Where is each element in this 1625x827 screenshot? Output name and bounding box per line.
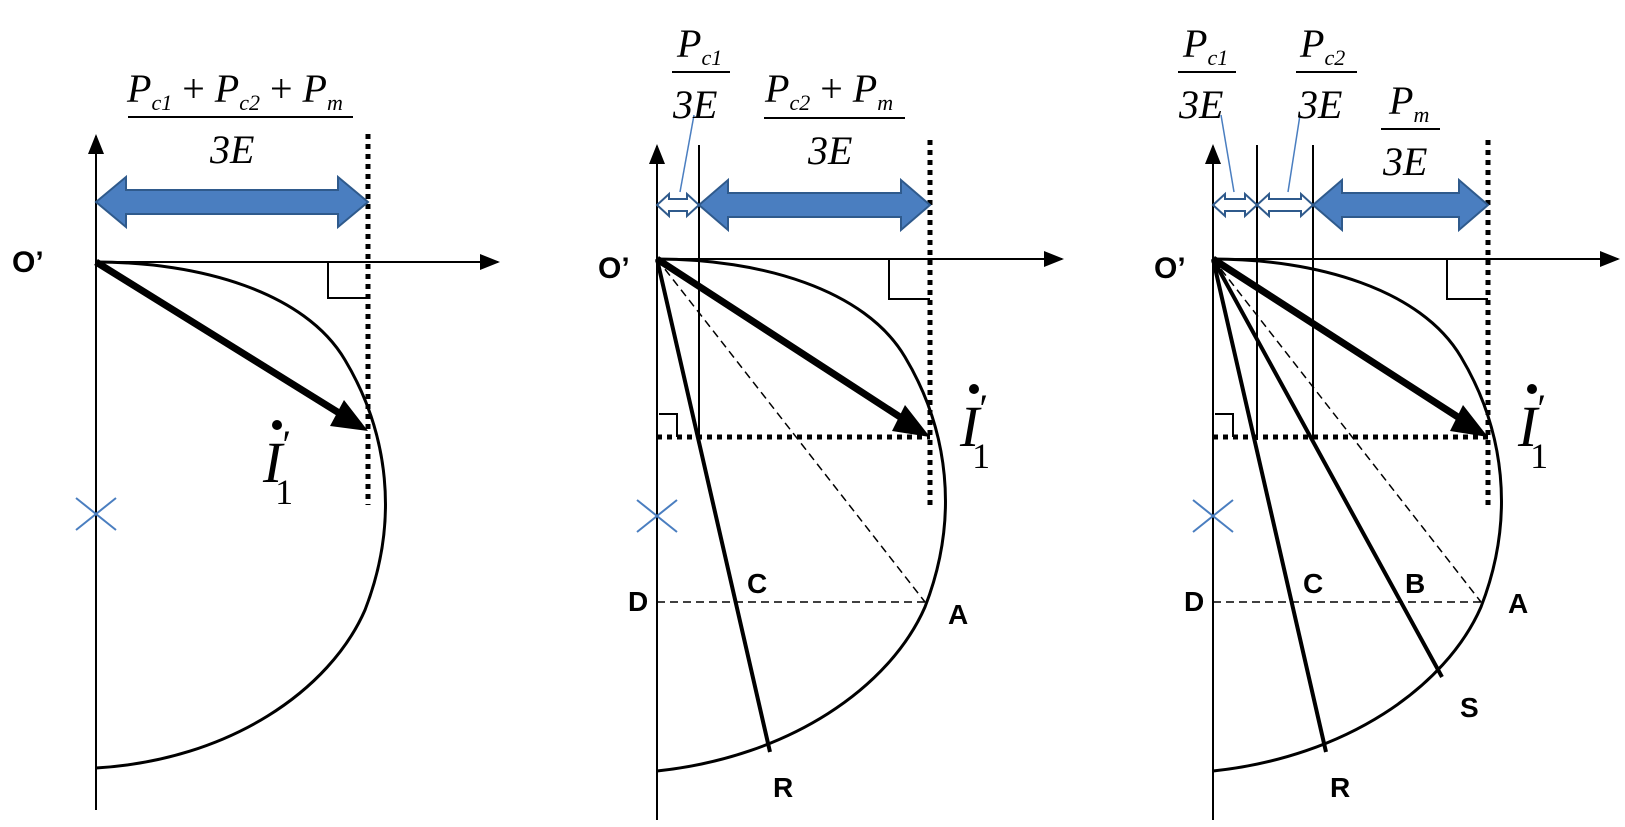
chord-dashed-O-A <box>656 258 926 603</box>
current-phasor-shaft <box>1211 256 1480 433</box>
line-O-R <box>1211 258 1328 753</box>
current-phasor-arrowhead <box>892 405 930 437</box>
svg-text:3E: 3E <box>1382 139 1427 184</box>
svg-text:I′1: I′1 <box>1517 386 1548 476</box>
current-phasor-shaft <box>94 259 362 429</box>
leader-line-2 <box>1287 114 1301 193</box>
svg-text:3E: 3E <box>209 127 254 172</box>
svg-text:Pc2: Pc2 <box>1299 21 1345 70</box>
locus-circle <box>1212 257 1503 773</box>
loss-double-arrow-small-2 <box>1255 191 1315 219</box>
point-label-C: C <box>1303 568 1323 599</box>
svg-text:Pm: Pm <box>1388 78 1429 127</box>
chord-dashed-O-A <box>1212 258 1482 603</box>
right-angle-mark-small <box>659 413 678 437</box>
current-label: I′1 <box>1517 384 1548 476</box>
center-mark-icon <box>75 497 117 531</box>
panel-2: O’ I′1 D C A R Pc1 3E Pc2+Pm 3E <box>598 21 1064 820</box>
line-O-R <box>655 258 772 753</box>
loss-fraction-pc1: Pc1 3E <box>1178 21 1236 127</box>
line-O-S <box>1211 258 1444 678</box>
point-label-R: R <box>773 772 793 803</box>
svg-text:Pc1: Pc1 <box>1182 21 1228 70</box>
panel-1: O’ I′1 Pc1+Pc2+Pm 3E <box>12 66 500 810</box>
right-angle-mark <box>327 262 368 299</box>
point-label-B: B <box>1405 568 1425 599</box>
loss-fraction-pc2: Pc2 3E <box>1296 21 1357 127</box>
locus-circle <box>95 260 387 770</box>
leader-line <box>679 114 695 193</box>
loss-fraction-pc2-pm: Pc2+Pm 3E <box>764 66 905 173</box>
svg-text:I′1: I′1 <box>959 386 990 476</box>
right-angle-mark-small <box>1215 413 1234 437</box>
point-label-C: C <box>747 568 767 599</box>
loss-double-arrow-small <box>655 191 701 219</box>
svg-text:Pc2+Pm: Pc2+Pm <box>764 66 893 115</box>
loss-double-arrow <box>94 174 370 230</box>
leader-line-1 <box>1220 114 1235 193</box>
point-label-D: D <box>628 586 648 617</box>
center-mark-icon <box>636 499 678 533</box>
right-angle-mark <box>1446 259 1488 300</box>
current-label: I′1 <box>262 420 293 512</box>
current-phasor-arrowhead <box>1450 405 1488 437</box>
svg-text:3E: 3E <box>1178 82 1223 127</box>
svg-text:3E: 3E <box>1297 82 1342 127</box>
svg-text:3E: 3E <box>672 82 717 127</box>
svg-text:3E: 3E <box>807 128 852 173</box>
current-label: I′1 <box>959 384 990 476</box>
svg-text:I′1: I′1 <box>262 422 293 512</box>
current-phasor-shaft <box>655 256 922 433</box>
point-label-S: S <box>1460 692 1479 723</box>
locus-circle <box>656 257 947 773</box>
loss-double-arrow <box>697 177 932 233</box>
point-label-R: R <box>1330 772 1350 803</box>
loss-double-arrow-small-1 <box>1211 191 1259 219</box>
svg-text:Pc1+Pc2+Pm: Pc1+Pc2+Pm <box>126 66 343 115</box>
current-phasor-arrowhead <box>330 400 368 431</box>
point-label-A: A <box>948 599 968 630</box>
loss-double-arrow <box>1311 177 1490 233</box>
loss-fraction-pm: Pm 3E <box>1381 78 1440 184</box>
origin-label: O’ <box>598 252 630 285</box>
svg-text:Pc1: Pc1 <box>676 21 722 70</box>
loss-fraction-total: Pc1+Pc2+Pm 3E <box>126 66 353 172</box>
panel-3: O’ I′1 D C B A S R Pc1 3E Pc2 3E Pm 3E <box>1154 21 1620 820</box>
point-label-A: A <box>1508 588 1528 619</box>
loss-fraction-pc1: Pc1 3E <box>672 21 730 127</box>
center-mark-icon <box>1192 499 1234 533</box>
right-angle-mark <box>888 259 930 300</box>
origin-label: O’ <box>12 246 44 279</box>
point-label-D: D <box>1184 586 1204 617</box>
origin-label: O’ <box>1154 252 1186 285</box>
